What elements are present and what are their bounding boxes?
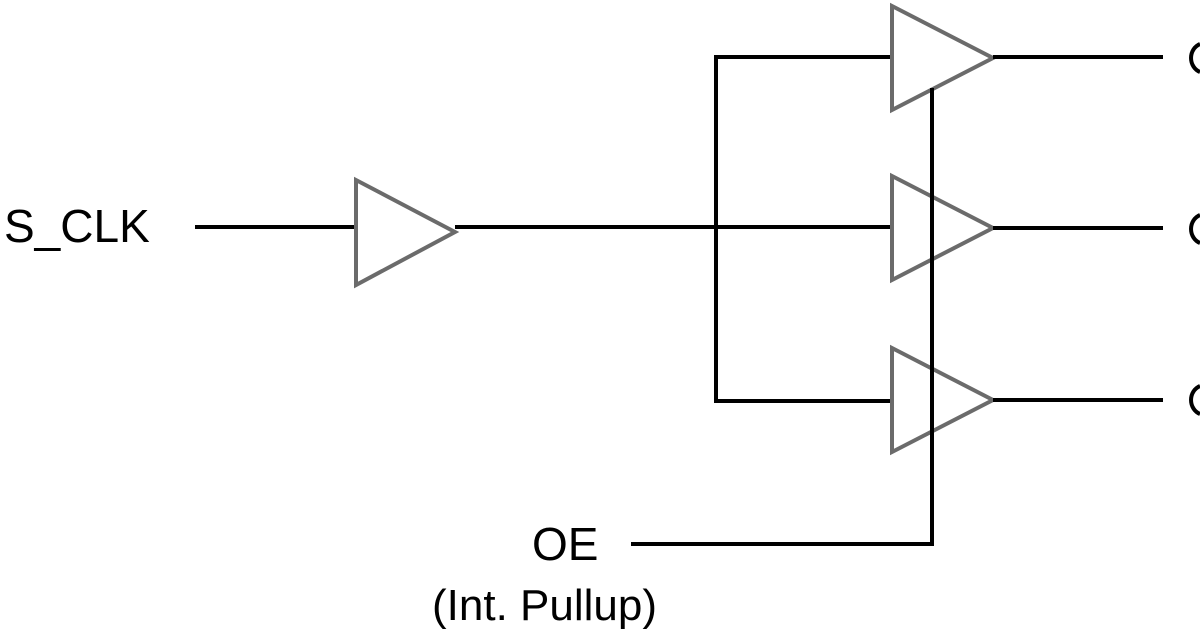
output-enable-note: (Int. Pullup) [432, 581, 657, 630]
input-buffer [354, 176, 460, 289]
output-buffer-1 [890, 2, 998, 114]
output-label-fragment-3 [1189, 384, 1200, 416]
output-buffer-2 [890, 172, 998, 284]
output-label-fragment-2 [1189, 213, 1200, 245]
output-enable-label: OE [532, 518, 598, 570]
output-label-fragment-1 [1189, 42, 1200, 74]
output-buffer-3 [890, 344, 998, 456]
input-clock-label: S_CLK [4, 200, 150, 252]
